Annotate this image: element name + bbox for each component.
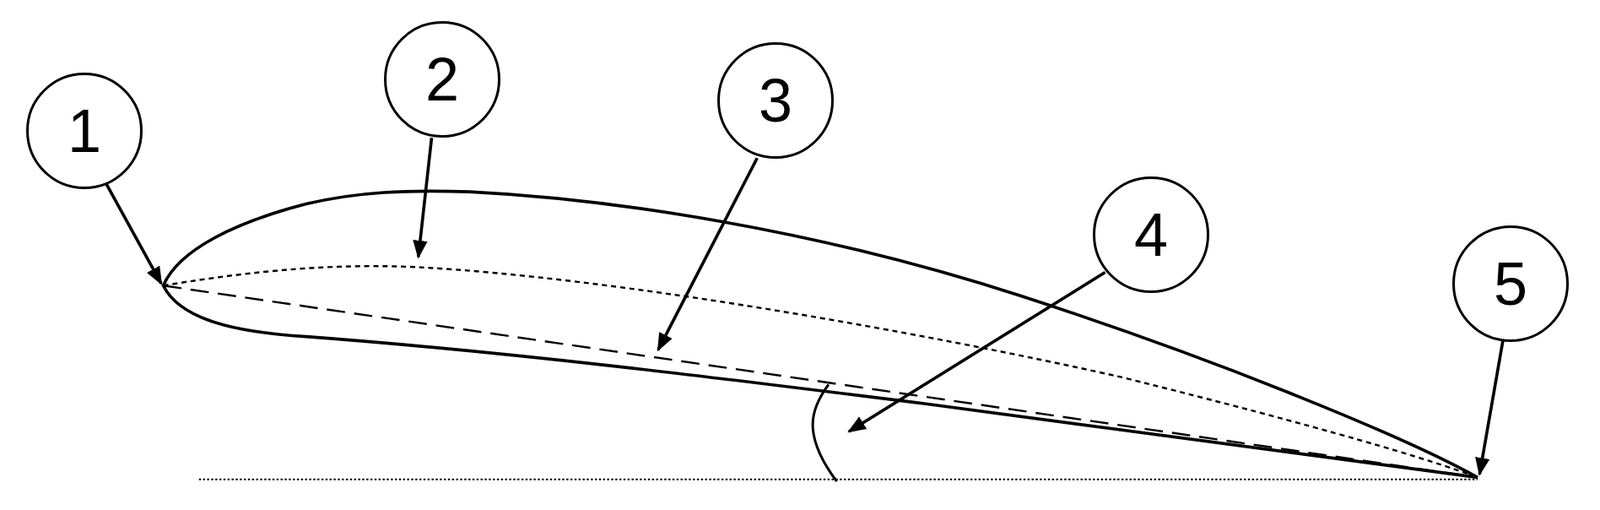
callout-number: 2 [425,48,460,110]
chord-line [162,285,1477,477]
callout-circle: 2 [383,21,501,138]
airfoil-outline [162,190,1477,477]
leader-arrows [106,137,1503,475]
callout-number: 1 [67,100,102,162]
callout-circle: 5 [1452,225,1569,342]
callout-circle: 4 [1092,176,1210,293]
callout-number: 4 [1134,204,1168,265]
angle-arc [812,383,837,482]
reference-line [199,478,1478,481]
callout-circle: 1 [26,72,143,190]
callout-circle: 3 [717,42,834,159]
callout-number: 5 [1493,253,1528,314]
camber-line [162,265,1477,477]
callout-number: 3 [758,70,793,131]
